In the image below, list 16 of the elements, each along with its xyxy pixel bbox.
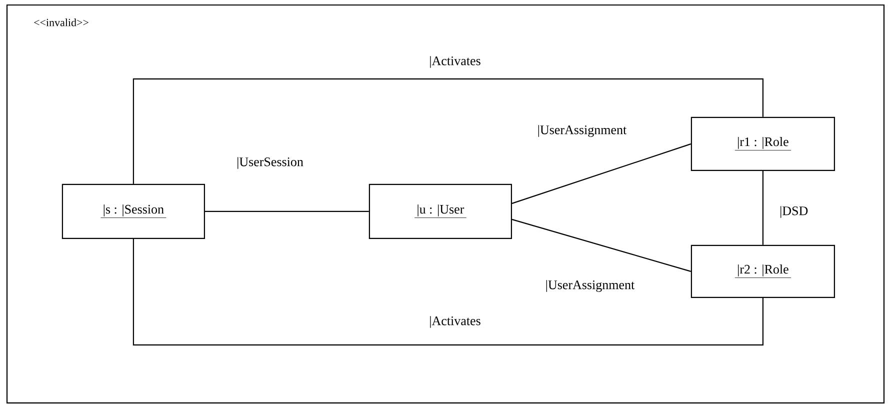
object-box: |u : |User xyxy=(368,184,512,239)
edge-label: |UserSession xyxy=(238,157,304,169)
edge-label: |Activates xyxy=(430,56,480,68)
object-box: |r2 : |Role xyxy=(690,244,835,298)
connector-line xyxy=(132,238,764,346)
object-box: |s : |Session xyxy=(62,184,206,239)
connector-line xyxy=(762,171,764,245)
edge-label: |DSD xyxy=(780,206,808,218)
edge-label: |UserAssignment xyxy=(538,125,627,137)
connector-line xyxy=(205,210,369,212)
connector-line xyxy=(512,143,692,204)
edge-label: |Activates xyxy=(430,316,480,328)
connector-line xyxy=(512,218,692,272)
connector-line xyxy=(132,78,764,184)
edge-label: |UserAssignment xyxy=(546,280,635,292)
object-box: |r1 : |Role xyxy=(690,116,835,171)
